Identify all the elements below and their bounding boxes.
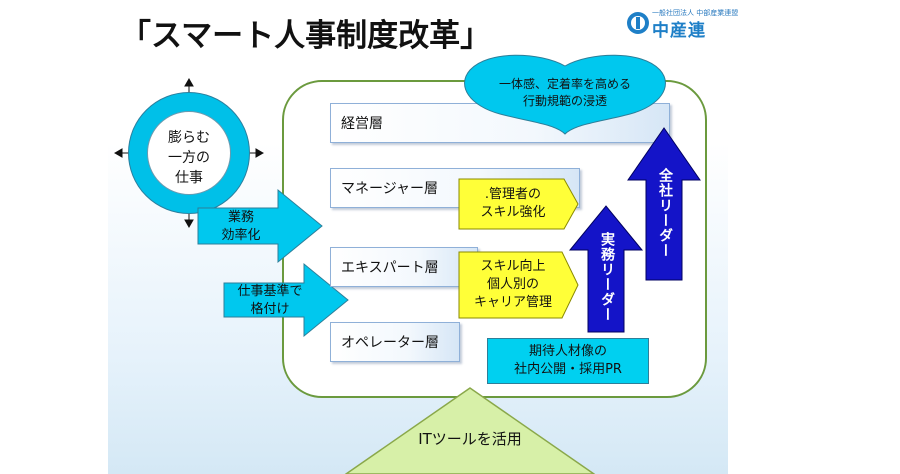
pr-box-line-1: 期待人材像の	[528, 344, 607, 359]
company-leader-label: 全社リーダー	[657, 168, 673, 258]
practical-leader-label: 実務リーダー	[599, 232, 615, 322]
it-tools-label: ITツールを活用	[418, 430, 522, 448]
circle-line-2: 一方の	[168, 150, 210, 166]
logo-mark-icon	[627, 12, 649, 34]
efficiency-arrow	[197, 188, 323, 264]
company-leader-arrow	[627, 127, 701, 281]
circle-line-3: 仕事	[175, 170, 203, 186]
heart-label: 一体感、定着率を高める 行動規範の浸透	[470, 76, 660, 110]
layer-expert: エキスパート層	[330, 247, 478, 287]
workload-circle-inner: 膨らむ 一方の 仕事	[147, 111, 231, 195]
efficiency-arrow-label: 業務 効率化	[205, 209, 277, 245]
slide-title: 「スマート人事制度改革」	[120, 18, 492, 54]
career-shape	[458, 251, 579, 319]
career-line-3: キャリア管理	[473, 295, 552, 310]
workload-circle: 膨らむ 一方の 仕事	[128, 92, 250, 214]
practical-leader-arrow	[568, 205, 644, 333]
efficiency-label-line-1: 業務	[227, 210, 254, 225]
career-label: スキル向上 個人別の キャリア管理	[462, 258, 564, 312]
job-grading-arrow	[223, 262, 349, 338]
manager-skill-line-2: スキル強化	[480, 205, 546, 220]
career-line-2: 個人別の	[486, 277, 539, 292]
job-grading-label-line-2: 格付け	[250, 302, 290, 317]
layer-operator: オペレーター層	[330, 322, 460, 362]
career-line-1: スキル向上	[480, 259, 546, 274]
job-grading-arrow-label: 仕事基準で 格付け	[230, 283, 310, 319]
job-grading-label-line-1: 仕事基準で	[237, 284, 303, 299]
logo: 一般社団法人 中部産業連盟 中産連	[626, 8, 738, 41]
pr-box-line-2: 社内公開・採用PR	[514, 362, 622, 377]
efficiency-label-line-2: 効率化	[221, 228, 261, 243]
logo-name: 中産連	[652, 21, 706, 41]
manager-skill-label: .管理者の スキル強化	[462, 186, 564, 222]
heart-line-1: 一体感、定着率を高める	[498, 77, 631, 91]
logo-org-text: 一般社団法人 中部産業連盟	[652, 9, 739, 17]
manager-skill-line-1: .管理者の	[484, 187, 542, 202]
pr-box: 期待人材像の 社内公開・採用PR	[487, 338, 649, 384]
heart-line-2: 行動規範の浸透	[522, 94, 607, 108]
manager-skill-shape	[458, 178, 579, 230]
circle-line-1: 膨らむ	[168, 130, 210, 146]
